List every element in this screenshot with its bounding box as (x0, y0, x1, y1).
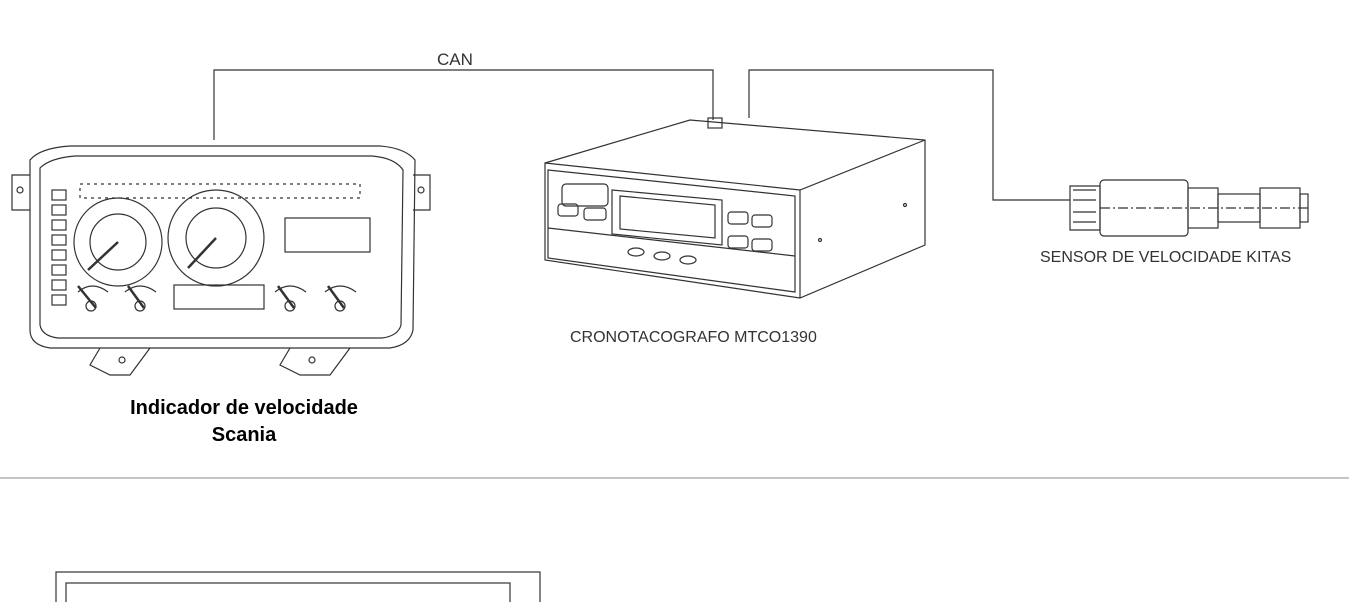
speedometer-title-line1: Indicador de velocidade (130, 397, 358, 419)
tachograph-label: CRONOTACOGRAFO MTCO1390 (570, 329, 817, 346)
can-label: CAN (437, 50, 473, 69)
sensor-wire (748, 69, 1070, 201)
instrument-cluster (11, 145, 431, 376)
next-diagram-frame (55, 571, 541, 602)
next-diagram-inner (65, 582, 511, 602)
sensor-label: SENSOR DE VELOCIDADE KITAS (1040, 249, 1292, 266)
speedometer-title-line2: Scania (211, 424, 277, 446)
speed-sensor (1069, 179, 1309, 237)
tachograph (544, 117, 926, 299)
can-bus-wire (213, 69, 714, 140)
